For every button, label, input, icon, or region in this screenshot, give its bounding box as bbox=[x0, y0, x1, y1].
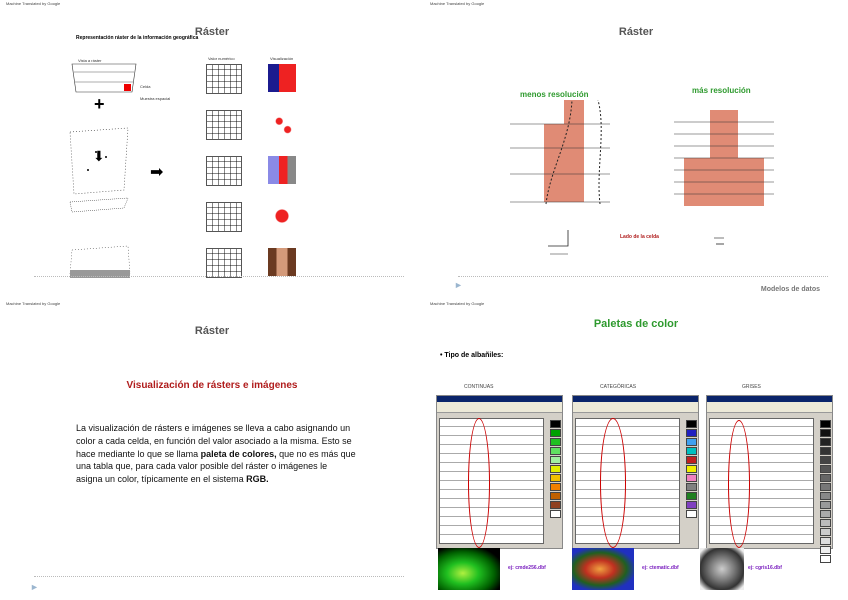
highlight-oval bbox=[600, 418, 626, 548]
window-menubar bbox=[707, 402, 832, 413]
slide-title: Paletas de color bbox=[593, 318, 679, 330]
svg-text:+: + bbox=[94, 94, 105, 114]
example-grises: ej: cgris16.dbf bbox=[748, 565, 782, 571]
label-valor: Valor numérico bbox=[208, 56, 235, 61]
example-categoricas: ej: ctematic.dbf bbox=[642, 565, 679, 571]
highlight-oval bbox=[468, 418, 490, 548]
raster-visual-4 bbox=[268, 202, 296, 230]
arrow-down-icon: ⬇ bbox=[93, 148, 105, 164]
palette-table bbox=[439, 418, 544, 544]
footer-divider bbox=[34, 276, 404, 277]
bullet-text: • Tipo de albañiles: bbox=[440, 352, 504, 359]
body-bold-1: paleta de colores, bbox=[200, 448, 277, 459]
category-categoricas: CATEGÓRICAS bbox=[600, 384, 637, 390]
body-text-2: que no es más que una tabla que, para ca… bbox=[76, 448, 356, 485]
raster-visual-5 bbox=[268, 248, 296, 276]
raster-grid bbox=[206, 248, 242, 278]
palette-table bbox=[575, 418, 680, 544]
raster-grid bbox=[206, 202, 242, 232]
label-visualizacion: Visualización bbox=[270, 56, 294, 61]
highlight-oval bbox=[728, 420, 750, 548]
category-continuas: CONTINUAS bbox=[464, 384, 494, 390]
palette-window-grises bbox=[706, 395, 833, 563]
footer-arrow-icon: ► bbox=[30, 582, 39, 592]
window-titlebar bbox=[437, 396, 562, 402]
color-swatches bbox=[686, 420, 697, 519]
high-resolution-grid bbox=[674, 110, 774, 206]
slide-title: Ráster bbox=[194, 325, 230, 337]
watermark: Machine Translated by Google bbox=[6, 301, 61, 306]
watermark: Machine Translated by Google bbox=[430, 1, 485, 6]
window-menubar bbox=[437, 402, 562, 413]
raster-grid bbox=[206, 64, 242, 94]
window-titlebar bbox=[573, 396, 698, 402]
raster-visual-1 bbox=[268, 64, 296, 92]
slide-raster-representation: Machine Translated by Google Ráster Repr… bbox=[0, 0, 424, 300]
slide-color-palettes: Machine Translated by Google Paletas de … bbox=[424, 300, 848, 600]
palette-window-categoricas bbox=[572, 395, 699, 549]
body-bold-2: RGB. bbox=[246, 474, 269, 485]
label-muestra: Muestra espacial bbox=[140, 96, 171, 101]
raster-visual-3 bbox=[268, 156, 296, 184]
section-heading: Visualización de rásters e imágenes bbox=[126, 380, 298, 391]
thumbnail-continuous bbox=[438, 548, 500, 590]
palette-table bbox=[709, 418, 814, 544]
footer-title: Modelos de datos bbox=[760, 286, 820, 293]
thumbnail-categorical bbox=[572, 548, 634, 590]
category-grises: GRISES bbox=[742, 384, 761, 390]
body-paragraph: La visualización de rásters e imágenes s… bbox=[76, 422, 356, 486]
slide-title: Ráster bbox=[194, 26, 230, 38]
label-vista: Vista a ráster bbox=[78, 58, 102, 63]
arrow-right-icon: ➡ bbox=[150, 164, 164, 181]
color-swatches bbox=[820, 420, 831, 564]
watermark: Machine Translated by Google bbox=[6, 1, 61, 6]
slide-title: Ráster bbox=[618, 26, 654, 38]
raster-grid bbox=[206, 156, 242, 186]
low-resolution-label: menos resolución bbox=[520, 90, 589, 99]
footer-arrow-icon: ► bbox=[454, 280, 463, 290]
footer-divider bbox=[34, 576, 404, 577]
cell-size-large-icon bbox=[548, 230, 569, 255]
color-swatches bbox=[550, 420, 561, 519]
window-menubar bbox=[573, 402, 698, 413]
vector-layers-illustration: + bbox=[69, 63, 137, 278]
raster-visual-2 bbox=[268, 110, 296, 138]
label-celda: Celda bbox=[140, 84, 151, 89]
slide-visualization: Machine Translated by Google Ráster Visu… bbox=[0, 300, 424, 600]
watermark: Machine Translated by Google bbox=[430, 301, 485, 306]
thumbnail-grayscale bbox=[700, 548, 744, 590]
raster-grid bbox=[206, 110, 242, 140]
body-text-1: La visualización de rásters e imágenes s… bbox=[76, 423, 352, 459]
window-titlebar bbox=[707, 396, 832, 402]
cell-side-label: Lado de la celda bbox=[620, 234, 659, 240]
palette-window-continuas bbox=[436, 395, 563, 549]
low-resolution-grid bbox=[510, 100, 610, 205]
slide-subtitle: Representación ráster de la información … bbox=[76, 35, 199, 41]
high-resolution-label: más resolución bbox=[692, 86, 751, 95]
cell-size-small-icon bbox=[714, 237, 724, 245]
footer-divider bbox=[458, 276, 828, 277]
slide-resolution: Machine Translated by Google Ráster meno… bbox=[424, 0, 848, 300]
example-continuas: ej: cmde256.dbf bbox=[508, 565, 546, 571]
